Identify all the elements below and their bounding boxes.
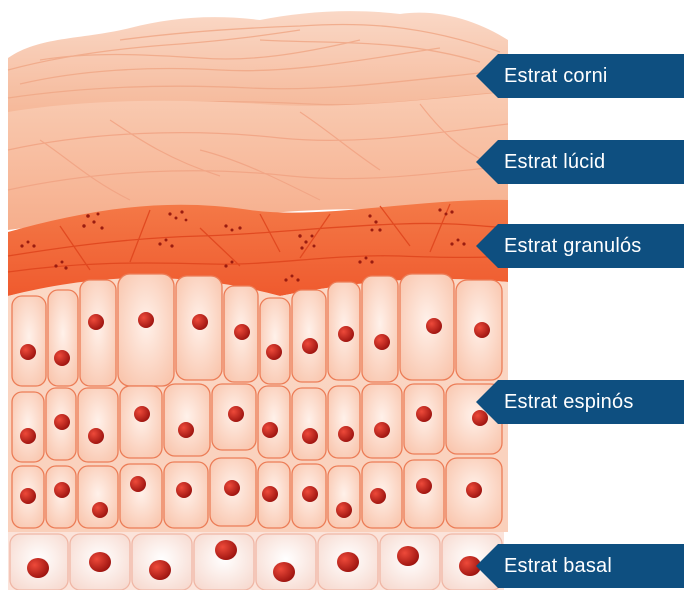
label-text: Estrat espinós (504, 391, 634, 414)
label-text: Estrat corni (504, 65, 608, 88)
stratum-basale (8, 532, 504, 590)
label-estrat-espinos: Estrat espinós (476, 380, 684, 424)
label-text: Estrat basal (504, 555, 612, 578)
stratum-spinosum (8, 274, 508, 532)
label-text: Estrat lúcid (504, 151, 605, 174)
label-text: Estrat granulós (504, 235, 642, 258)
label-estrat-basal: Estrat basal (476, 544, 684, 588)
label-estrat-lucid: Estrat lúcid (476, 140, 684, 184)
label-estrat-granulos: Estrat granulós (476, 224, 684, 268)
label-estrat-corni: Estrat corni (476, 54, 684, 98)
